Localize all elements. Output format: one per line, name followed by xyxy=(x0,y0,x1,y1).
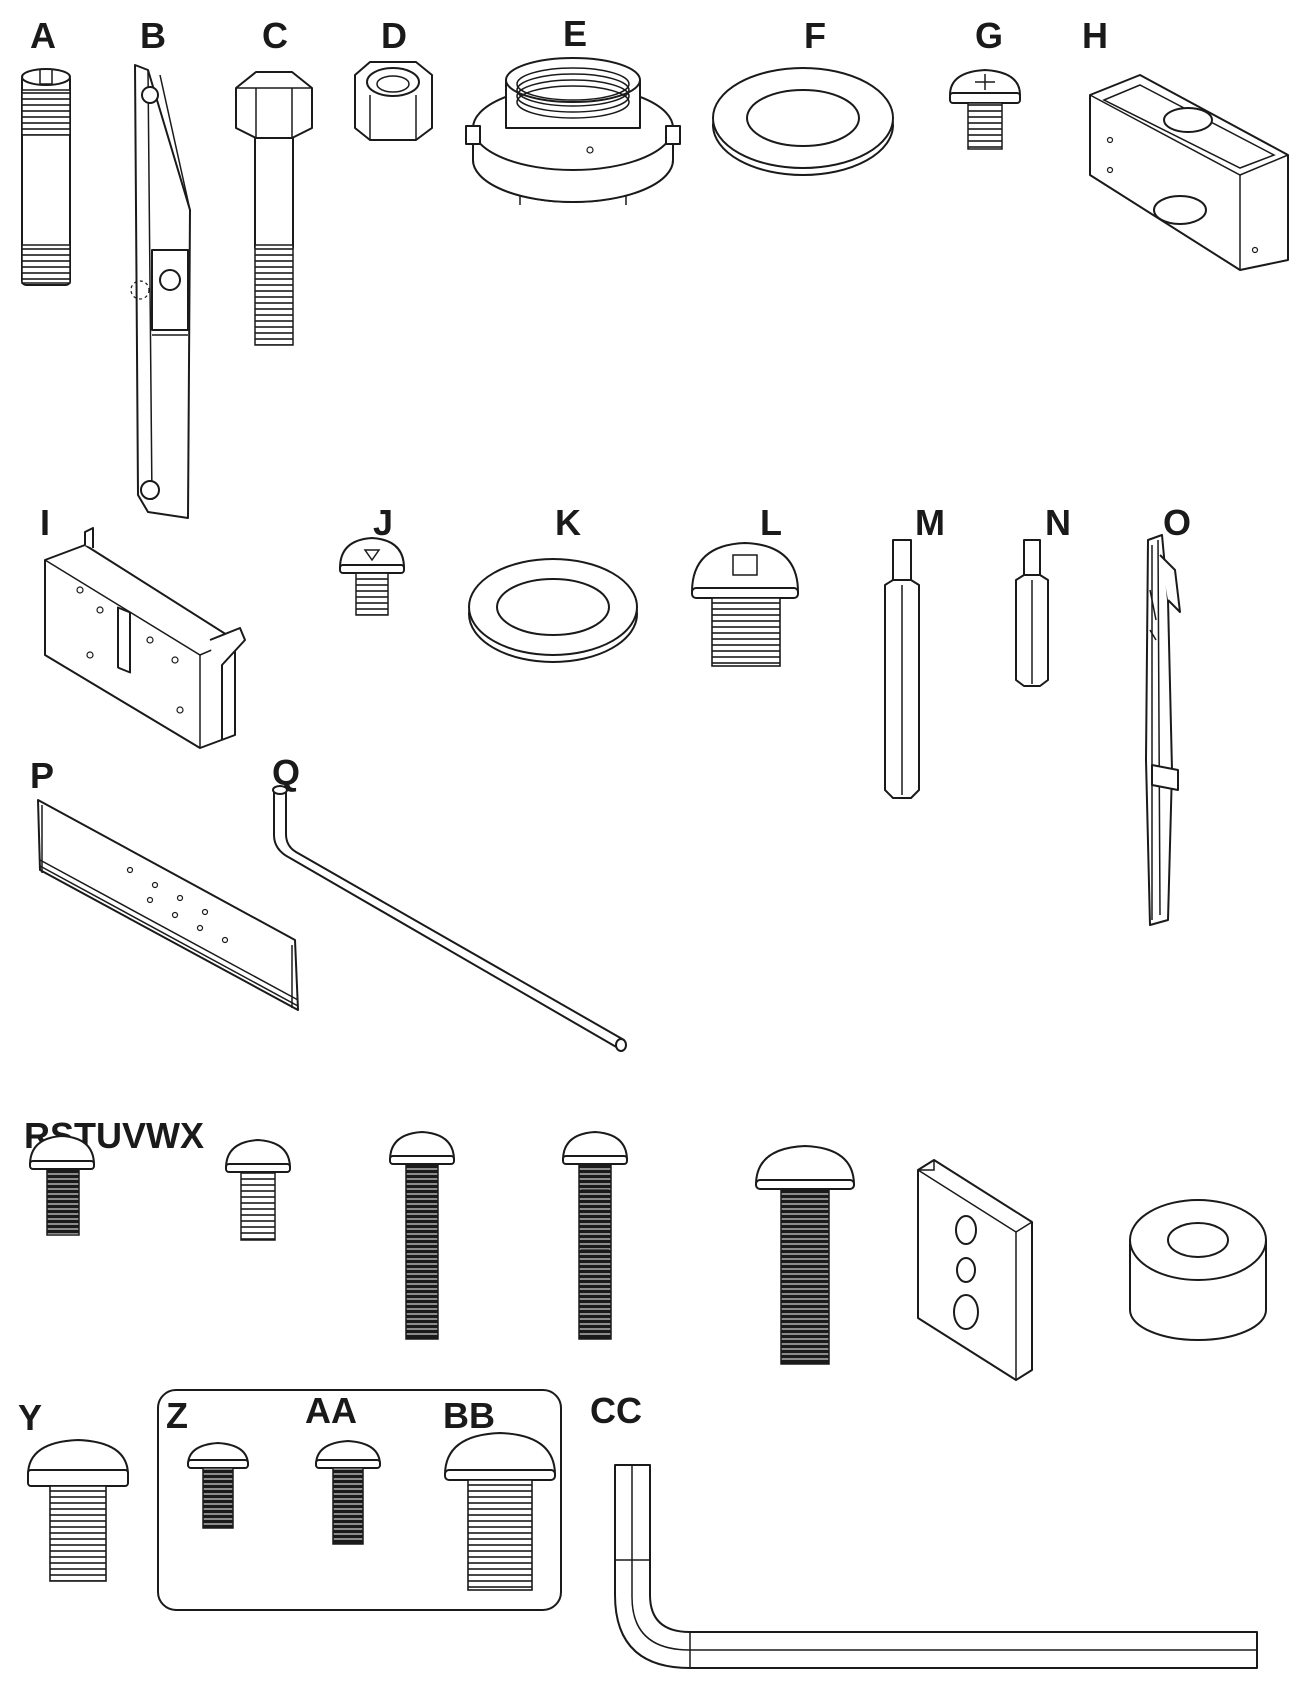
label-h: H xyxy=(1082,15,1108,56)
part-j-button-screw xyxy=(339,537,405,616)
part-f-flat-washer xyxy=(712,67,894,176)
part-t-long-button-screw xyxy=(389,1131,455,1340)
parts-group-frame xyxy=(157,1389,562,1611)
label-bb: BB xyxy=(443,1395,495,1436)
part-c-hex-bolt xyxy=(235,71,313,346)
label-c: C xyxy=(262,15,288,56)
label-z: Z xyxy=(166,1395,188,1436)
part-r-button-screw xyxy=(29,1135,95,1236)
part-n-hex-bit-short xyxy=(1015,539,1049,687)
part-g-pan-head-screw xyxy=(949,69,1021,150)
label-j: J xyxy=(373,502,394,543)
part-o-slotted-rail xyxy=(1145,534,1181,926)
label-y: Y xyxy=(18,1397,43,1438)
part-w-three-hole-plate xyxy=(917,1159,1033,1381)
label-i: I xyxy=(40,502,51,543)
part-v-large-button-screw xyxy=(755,1145,855,1365)
part-p-flat-rail xyxy=(37,799,299,1011)
label-o: O xyxy=(1163,502,1192,543)
part-u-long-button-screw xyxy=(562,1131,628,1340)
part-m-hex-bit-long xyxy=(884,539,920,799)
label-g: G xyxy=(975,15,1004,56)
part-k-washer xyxy=(468,558,638,663)
part-bb-large-screw xyxy=(444,1432,556,1591)
part-a-pipe-nipple xyxy=(21,68,71,286)
label-e: E xyxy=(563,13,588,54)
label-p: P xyxy=(30,755,55,796)
label-f: F xyxy=(804,15,826,56)
part-q-long-hex-key xyxy=(272,785,627,1052)
label-cc: CC xyxy=(590,1390,642,1431)
part-z-small-screw xyxy=(187,1442,249,1529)
label-n: N xyxy=(1045,502,1071,543)
label-d: D xyxy=(381,15,407,56)
label-a: A xyxy=(30,15,56,56)
part-h-box xyxy=(1089,74,1289,271)
label-k: K xyxy=(555,502,581,543)
part-i-bracket-plate xyxy=(44,527,246,749)
part-y-pan-head-screw xyxy=(27,1439,129,1582)
part-s-button-screw xyxy=(225,1139,291,1241)
part-aa-small-screw xyxy=(315,1440,381,1545)
part-cc-hex-key xyxy=(614,1464,1258,1669)
label-b: B xyxy=(140,15,166,56)
label-q: Q xyxy=(272,752,301,793)
part-l-large-button-screw xyxy=(691,542,799,667)
part-x-spacer xyxy=(1129,1199,1267,1341)
part-e-threaded-collar xyxy=(465,57,681,205)
part-d-hex-nut xyxy=(354,61,433,141)
part-b-arm xyxy=(130,64,191,519)
label-m: M xyxy=(915,502,945,543)
label-aa: AA xyxy=(305,1390,357,1431)
label-l: L xyxy=(760,502,782,543)
